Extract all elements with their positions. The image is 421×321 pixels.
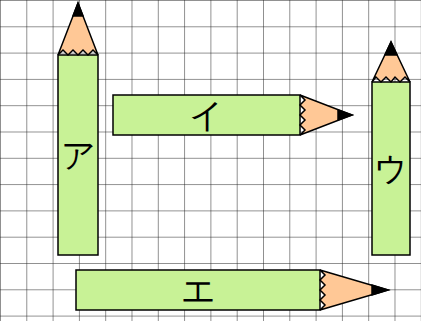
pencil-body: ア — [58, 55, 98, 255]
pencil-body: ウ — [372, 82, 410, 255]
pencil-e — [76, 270, 388, 310]
pencil-label: ウ — [374, 152, 408, 185]
pencil-body: エ — [76, 270, 320, 310]
pencil-body: イ — [113, 95, 300, 135]
pencil-a — [58, 3, 98, 255]
pencil-u — [372, 42, 410, 255]
pencil-label: エ — [181, 273, 216, 307]
pencil-label: ア — [61, 138, 96, 172]
pencil-label: イ — [189, 98, 224, 132]
pencil-i — [113, 95, 352, 135]
